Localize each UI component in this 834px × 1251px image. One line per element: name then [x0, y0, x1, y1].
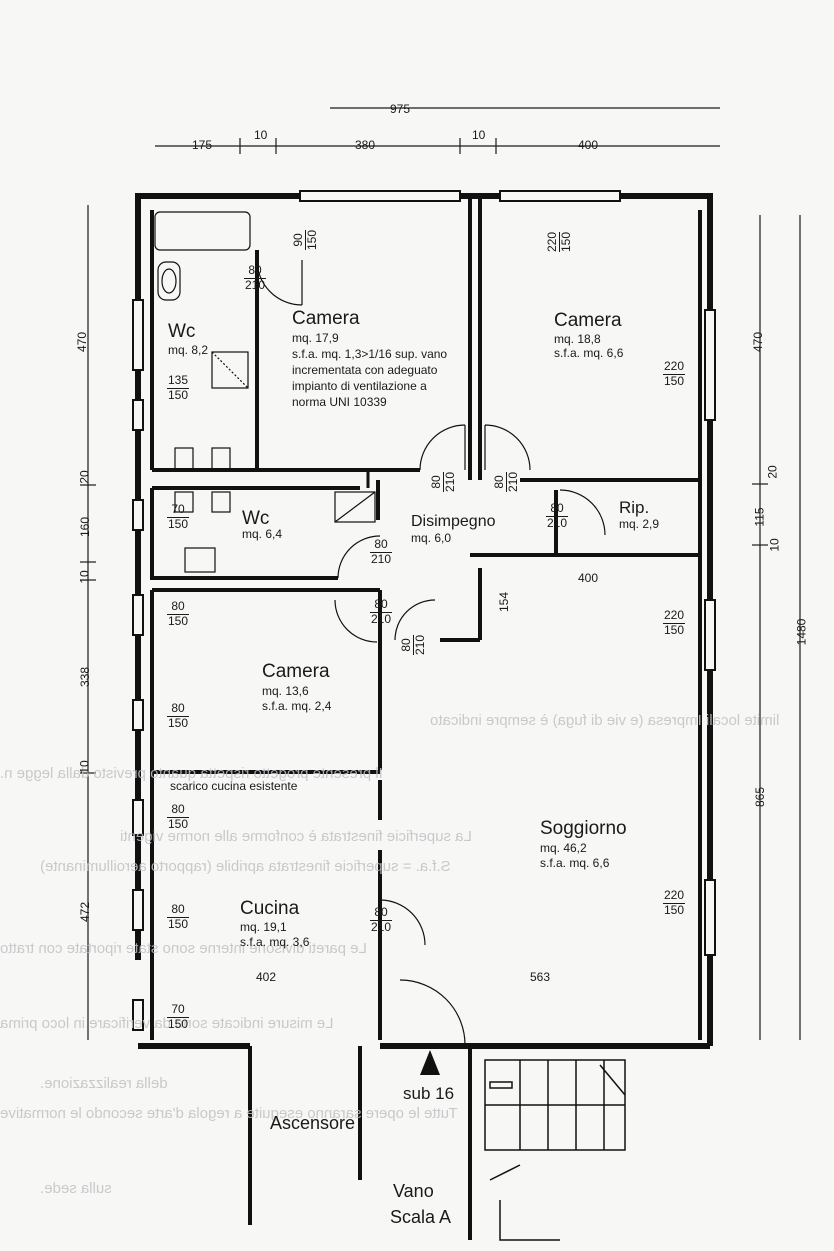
dim-left-10a: 10: [77, 570, 92, 584]
bleed-text-4: S.f.a. = superficie finestrata apribile …: [40, 858, 451, 875]
dim-inner-154: 154: [497, 591, 512, 613]
room-camera3-name: Camera: [262, 661, 330, 682]
dim-left-160: 160: [78, 516, 93, 538]
dim-top-10a: 10: [254, 128, 268, 142]
note-sub: sub 16: [403, 1084, 455, 1103]
dim-inner-563: 563: [530, 970, 551, 984]
dim-inner-400: 400: [578, 571, 599, 585]
dim-left-470: 470: [75, 331, 90, 353]
dim-top-400: 400: [578, 138, 599, 152]
dim-left-338: 338: [78, 666, 93, 688]
dim-right-10: 10: [767, 538, 782, 552]
room-ascensore-name: Ascensore: [270, 1113, 356, 1133]
dim-left-20: 20: [77, 470, 92, 484]
room-camera2-name: Camera: [554, 310, 622, 331]
room-camera1-desc-3: impianto di ventilazione a: [292, 379, 427, 393]
room-camera1-desc-1: s.f.a. mq. 1,3>1/16 sup. vano: [292, 347, 448, 361]
room-soggiorno-sfa: s.f.a. mq. 6,6: [540, 856, 610, 870]
dim-right-865: 865: [753, 786, 768, 808]
interior-walls: [150, 196, 702, 1240]
room-cucina-area: mq. 19,1: [240, 920, 287, 934]
dim-inner-402: 402: [256, 970, 277, 984]
room-wc2-area: mq. 6,4: [242, 527, 283, 541]
room-vano-line1: Vano: [393, 1181, 434, 1201]
exterior-walls: [135, 193, 713, 1049]
dim-left-472: 472: [78, 901, 93, 923]
room-soggiorno-area: mq. 46,2: [540, 841, 587, 855]
room-rip-name: Rip.: [619, 498, 650, 517]
room-disimpegno-name: Disimpegno: [411, 513, 496, 530]
room-camera1-desc-2: incrementata con adeguato: [292, 363, 438, 377]
bathroom-fixtures: [154, 211, 376, 573]
door-swings: [256, 259, 606, 1047]
bleed-text-8: Tutte le opere saranno eseguite a regola…: [0, 1105, 458, 1122]
bleed-text-9: sulla sede.: [40, 1180, 112, 1197]
dim-right-1480: 1480: [794, 618, 809, 646]
room-camera1-desc-4: norma UNI 10339: [292, 395, 387, 409]
room-cucina-sfa: s.f.a. mq. 3,6: [240, 935, 310, 949]
bleed-text-1: limite locali Impresa (e vie di fuga) è …: [430, 712, 780, 729]
room-rip-area: mq. 2,9: [619, 517, 660, 531]
dim-left-10b: 10: [77, 760, 92, 774]
dim-975: 975: [390, 102, 411, 116]
dim-top-380: 380: [355, 138, 376, 152]
windows: [132, 190, 716, 1031]
room-wc1-area: mq. 8,2: [168, 343, 209, 357]
room-camera2-area: mq. 18,8: [554, 332, 601, 346]
room-wc2-name: Wc: [242, 508, 270, 529]
room-cucina-name: Cucina: [240, 898, 300, 919]
room-camera1-area: mq. 17,9: [292, 331, 339, 345]
room-camera3-area: mq. 13,6: [262, 684, 309, 698]
room-camera1-name: Camera: [292, 308, 360, 329]
bleed-text-5: Le pareti divisorie interne sono state r…: [0, 940, 367, 957]
note-scarico: scarico cucina esistente: [170, 779, 298, 793]
room-wc1-name: Wc: [168, 321, 196, 342]
room-camera2-sfa: s.f.a. mq. 6,6: [554, 346, 624, 360]
dim-right-115: 115: [752, 507, 767, 527]
room-disimpegno-area: mq. 6,0: [411, 531, 452, 545]
bleed-text-7: della realizzazione.: [40, 1075, 168, 1092]
room-camera3-sfa: s.f.a. mq. 2,4: [262, 699, 332, 713]
room-soggiorno-name: Soggiorno: [540, 818, 627, 839]
staircase: [484, 1059, 626, 1241]
dim-right-470: 470: [751, 331, 766, 353]
dim-right-20: 20: [765, 465, 780, 479]
room-vano-line2: Scala A: [390, 1207, 452, 1227]
dim-top-10b: 10: [472, 128, 486, 142]
entry-arrow: [420, 1050, 440, 1075]
dim-top-175: 175: [192, 138, 213, 152]
